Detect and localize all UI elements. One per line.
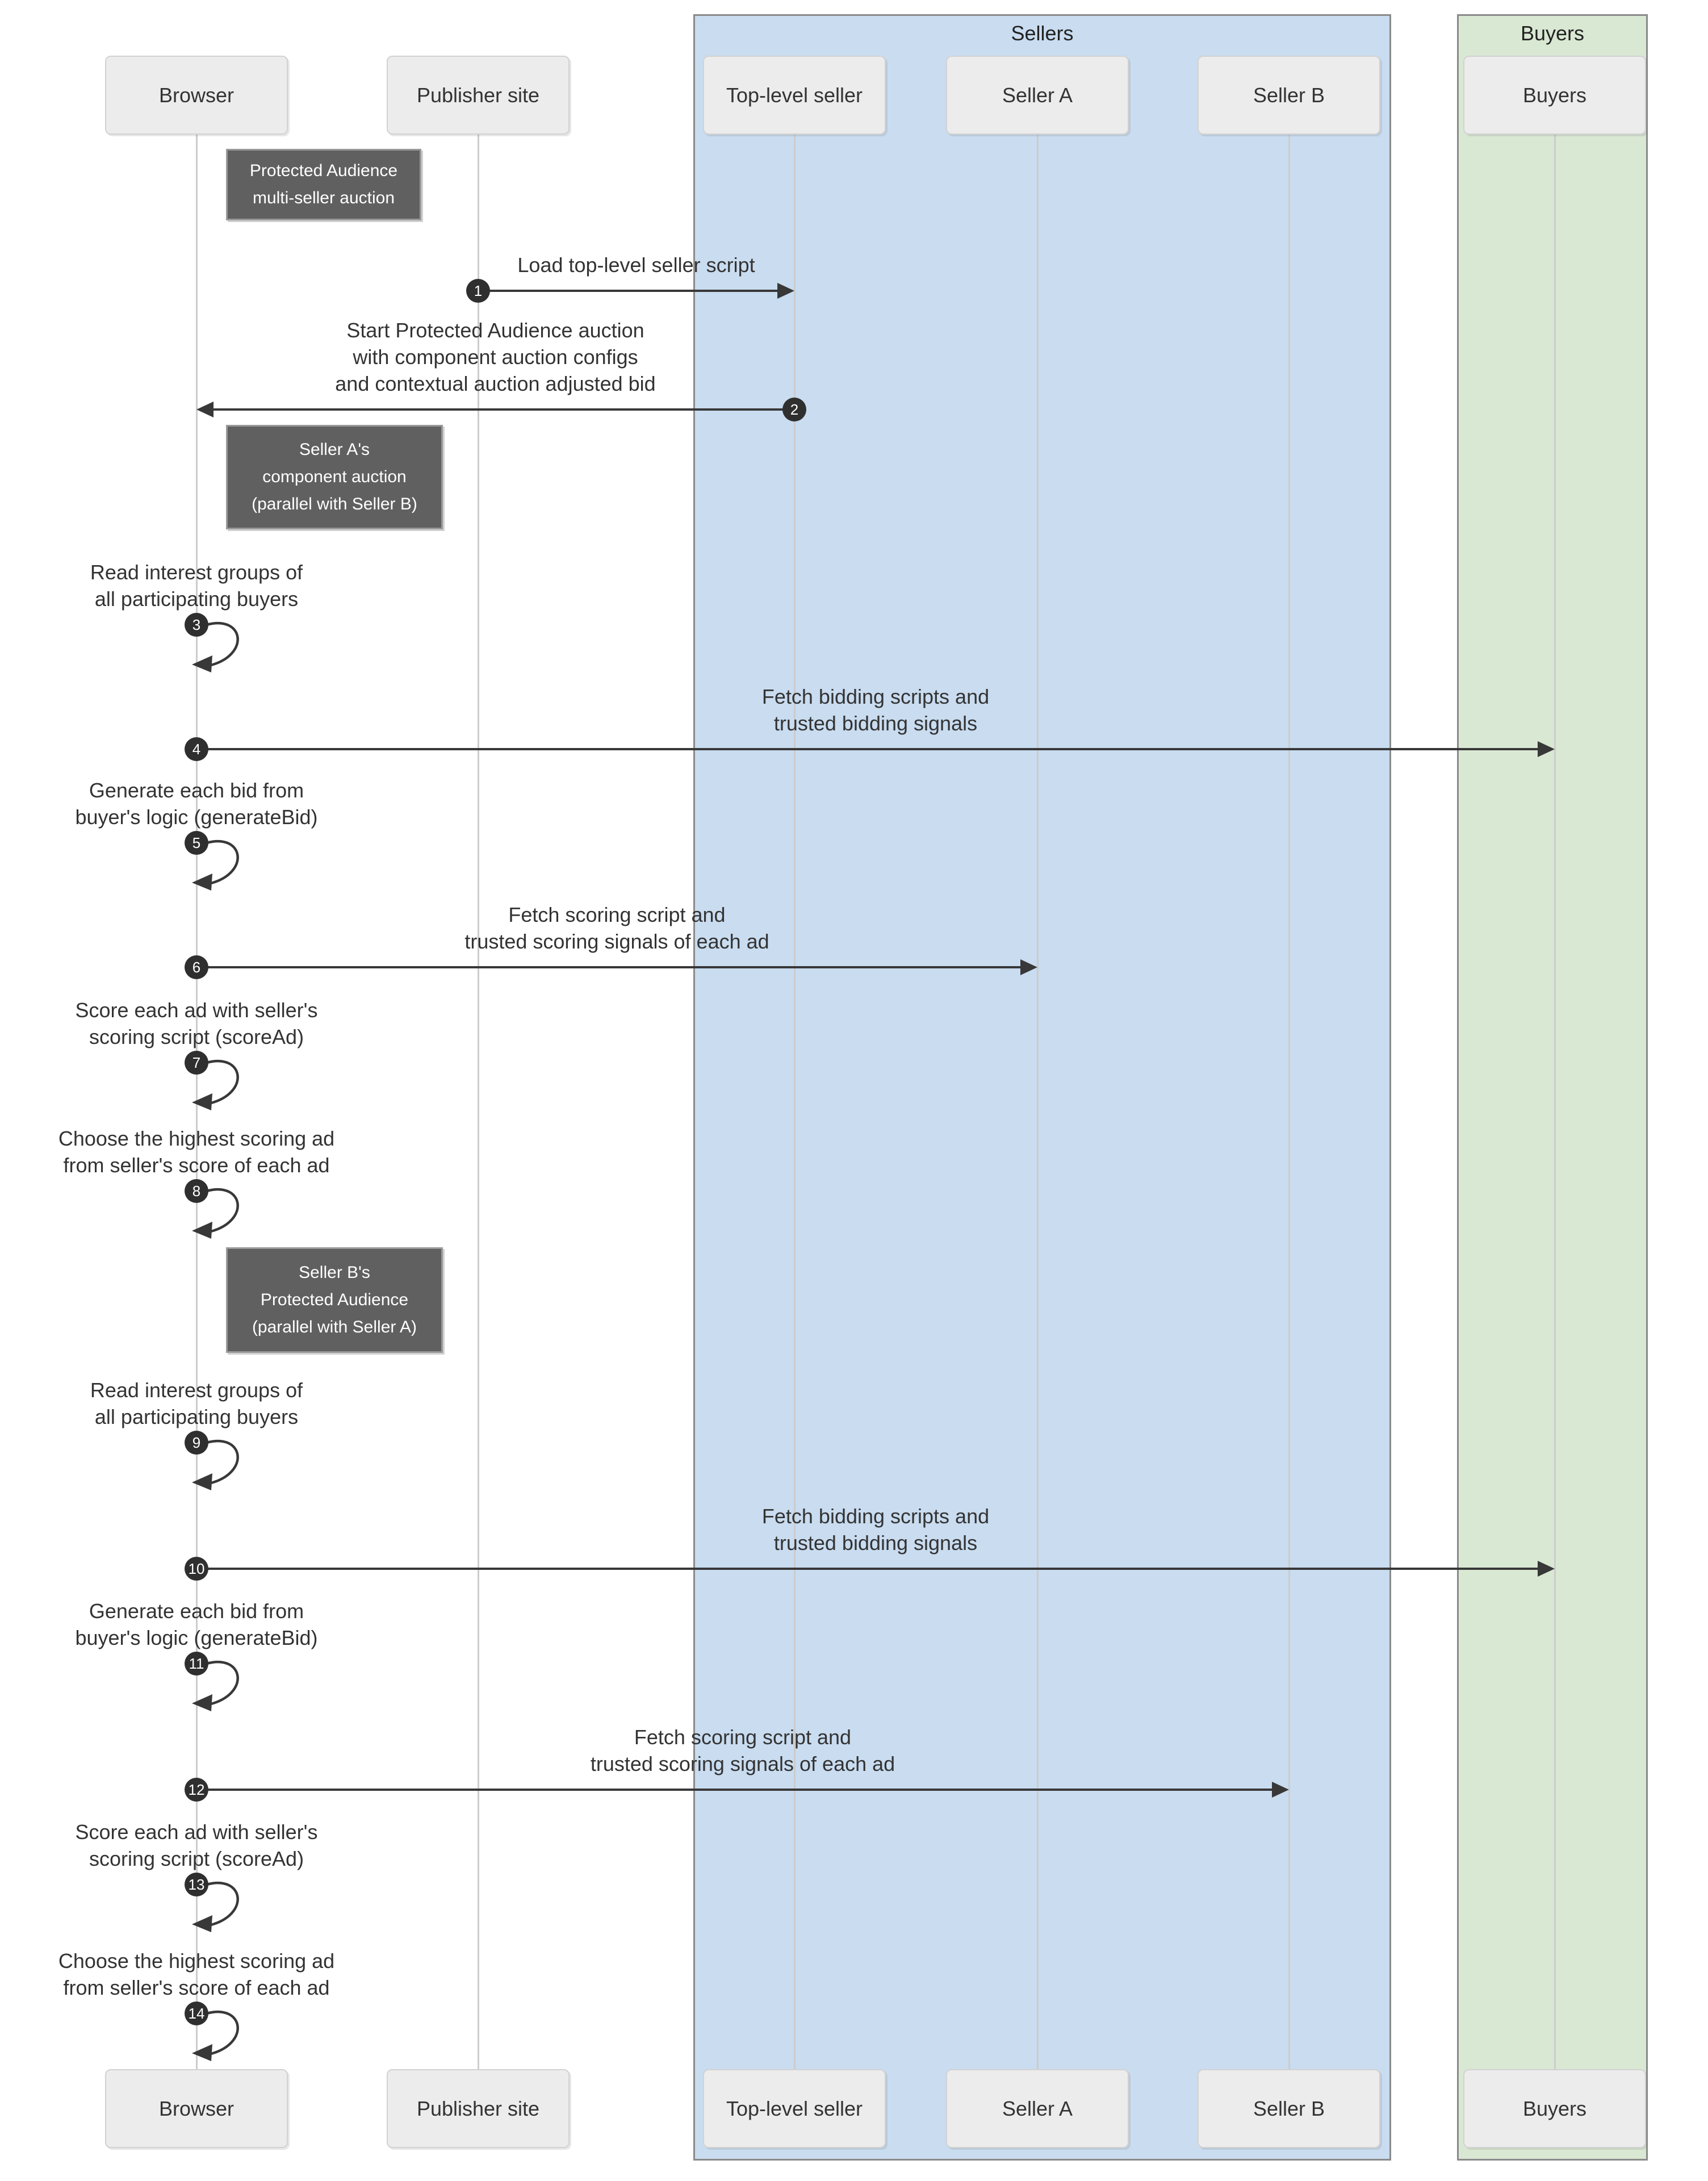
participant-top-browser: Browser — [105, 56, 288, 135]
participant-label-sellerA: Seller A — [1002, 83, 1073, 107]
step-circle-7: 7 — [185, 1051, 208, 1075]
participant-label-sellerB: Seller B — [1253, 2096, 1325, 2120]
participant-top-sellerB: Seller B — [1198, 56, 1380, 135]
participant-label-toplevel: Top-level seller — [726, 2096, 863, 2120]
participant-label-buyers: Buyers — [1522, 2096, 1587, 2120]
buyers-group-label: Buyers — [1520, 22, 1585, 45]
note-seller-a: Seller A's component auction (parallel w… — [226, 425, 443, 529]
message-line-2 — [211, 408, 794, 411]
lifeline-sellerA — [1036, 135, 1039, 2069]
self-loop-3 — [192, 622, 239, 672]
message-label-2: Start Protected Audience auction with co… — [335, 319, 656, 395]
message-label-9: Read interest groups of all participatin… — [90, 1378, 303, 1428]
lifeline-buyers — [1554, 135, 1556, 2069]
step-circle-5: 5 — [185, 831, 208, 855]
participant-top-buyers: Buyers — [1463, 56, 1646, 135]
message-label-11: Generate each bid from buyer's logic (ge… — [75, 1599, 318, 1649]
self-loop-9 — [192, 1440, 239, 1490]
self-loop-14 — [192, 2011, 239, 2061]
participant-top-publisher: Publisher site — [387, 56, 570, 135]
self-loop-13 — [192, 1882, 239, 1932]
participant-bottom-publisher: Publisher site — [387, 2069, 570, 2148]
participant-bottom-sellerA: Seller A — [946, 2069, 1129, 2148]
step-circle-14: 14 — [185, 2002, 208, 2025]
participant-bottom-browser: Browser — [105, 2069, 288, 2148]
lifeline-publisher — [477, 135, 479, 2069]
message-line-4 — [196, 748, 1540, 750]
sellers-group-label: Sellers — [1011, 22, 1074, 45]
participant-label-sellerA: Seller A — [1002, 2096, 1073, 2120]
note-seller-b: Seller B's Protected Audience (parallel … — [226, 1247, 443, 1353]
step-circle-4: 4 — [185, 737, 208, 761]
participant-label-browser: Browser — [158, 83, 235, 107]
participant-label-toplevel: Top-level seller — [726, 83, 863, 107]
participant-label-buyers: Buyers — [1522, 83, 1587, 107]
message-label-12: Fetch scoring script and trusted scoring… — [590, 1725, 895, 1775]
participant-top-sellerA: Seller A — [946, 56, 1129, 135]
message-label-3: Read interest groups of all participatin… — [90, 561, 303, 611]
note-protected-audience: Protected Audience multi-seller auction — [226, 149, 421, 220]
message-label-10: Fetch bidding scripts and trusted biddin… — [761, 1505, 990, 1555]
message-arrowhead-4 — [1538, 741, 1555, 757]
message-label-1: Load top-level seller script — [517, 253, 755, 277]
participant-top-toplevel: Top-level seller — [703, 56, 886, 135]
participant-bottom-buyers: Buyers — [1463, 2069, 1646, 2148]
message-arrowhead-12 — [1272, 1782, 1289, 1798]
step-circle-12: 12 — [185, 1778, 208, 1802]
step-circle-3: 3 — [185, 613, 208, 637]
self-loop-8 — [192, 1188, 239, 1239]
lifeline-sellerB — [1288, 135, 1290, 2069]
lifeline-toplevel — [793, 135, 796, 2069]
message-arrowhead-10 — [1538, 1561, 1555, 1577]
message-line-6 — [196, 966, 1023, 968]
step-circle-10: 10 — [185, 1557, 208, 1581]
participant-label-publisher: Publisher site — [416, 2096, 540, 2120]
step-circle-11: 11 — [185, 1652, 208, 1676]
participant-bottom-sellerB: Seller B — [1198, 2069, 1380, 2148]
step-circle-1: 1 — [466, 279, 490, 303]
self-loop-11 — [192, 1661, 239, 1711]
message-label-5: Generate each bid from buyer's logic (ge… — [75, 779, 318, 829]
step-circle-9: 9 — [185, 1431, 208, 1455]
step-circle-6: 6 — [185, 955, 208, 979]
message-label-13: Score each ad with seller's scoring scri… — [75, 1820, 318, 1870]
message-label-8: Choose the highest scoring ad from selle… — [58, 1127, 335, 1177]
step-circle-2: 2 — [782, 398, 806, 421]
message-line-1 — [478, 290, 780, 292]
message-label-4: Fetch bidding scripts and trusted biddin… — [761, 685, 990, 735]
participant-bottom-toplevel: Top-level seller — [703, 2069, 886, 2148]
message-line-12 — [196, 1789, 1274, 1791]
participant-label-sellerB: Seller B — [1253, 83, 1325, 107]
buyers-group-region: Buyers — [1457, 14, 1648, 2161]
self-loop-7 — [192, 1060, 239, 1110]
sellers-group-region: Sellers — [693, 14, 1391, 2161]
self-loop-5 — [192, 840, 239, 891]
message-label-6: Fetch scoring script and trusted scoring… — [464, 903, 769, 953]
message-arrowhead-2 — [196, 402, 214, 417]
step-circle-8: 8 — [185, 1179, 208, 1203]
participant-label-browser: Browser — [158, 2096, 235, 2120]
message-line-10 — [196, 1568, 1540, 1570]
message-label-7: Score each ad with seller's scoring scri… — [75, 998, 318, 1048]
message-label-14: Choose the highest scoring ad from selle… — [58, 1949, 335, 1999]
message-arrowhead-1 — [777, 283, 794, 299]
step-circle-13: 13 — [185, 1873, 208, 1896]
message-arrowhead-6 — [1020, 959, 1037, 975]
participant-label-publisher: Publisher site — [416, 83, 540, 107]
